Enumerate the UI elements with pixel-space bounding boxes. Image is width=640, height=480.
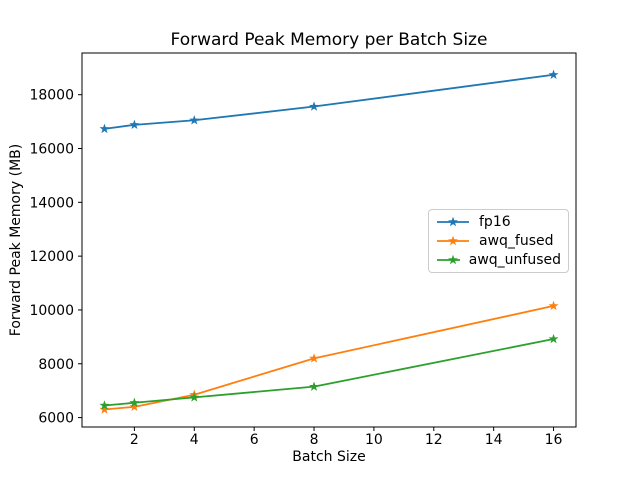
legend-label: awq_unfused [468,252,561,269]
y-tick-label: 14000 [29,195,74,211]
data-point-marker-awq_unfused [189,392,200,402]
data-point-marker-awq_fused [309,353,319,363]
series-line-awq_unfused [103,338,555,407]
y-tick-label: 6000 [38,411,74,427]
y-tick-label: 8000 [38,357,74,373]
y-tick-label: 10000 [29,303,74,319]
legend-sample-line-icon [437,235,469,246]
x-tick-label: 16 [545,432,563,448]
data-point-marker-awq_fused [99,404,110,414]
x-tick-label: 2 [130,432,139,448]
legend-label: fp16 [479,213,511,230]
data-point-marker-awq_fused [548,300,559,311]
x-tick-label: 6 [250,432,259,448]
data-point-marker-fp16 [129,119,140,130]
data-point-marker-awq_unfused [309,381,319,391]
legend-sample-star-icon [448,255,458,265]
data-point-marker-fp16 [189,115,200,125]
data-point-marker-fp16 [548,69,559,79]
legend-item-fp16: fp16 [436,212,561,231]
y-tick-label: 18000 [29,88,74,104]
series-line-awq_fused [103,305,555,411]
legend: fp16 awq_fused awq_unfused [428,209,569,273]
y-tick-label: 12000 [29,249,74,265]
legend-sample-star-icon [448,235,458,246]
data-point-marker-awq_unfused [129,397,140,407]
x-tick-label: 14 [485,432,503,448]
data-point-marker-fp16 [309,101,319,111]
legend-sample-line-icon [437,216,469,226]
series-line-fp16 [103,73,555,130]
chart-title: Forward Peak Memory per Batch Size [170,30,488,50]
legend-sample-star-icon [448,216,458,226]
x-tick-label: 12 [425,432,443,448]
legend-label: awq_fused [479,233,554,249]
x-tick-label: 4 [190,432,199,448]
legend-sample-line-icon [437,255,460,265]
data-point-marker-awq_fused [129,401,140,412]
x-tick-label: 10 [365,432,383,448]
data-point-marker-awq_unfused [99,400,110,410]
legend-item-awq-unfused: awq_unfused [436,251,561,270]
data-point-marker-awq_unfused [548,333,559,344]
x-axis-label: Batch Size [292,449,366,465]
legend-item-awq-fused: awq_fused [436,232,561,251]
x-tick-label: 8 [310,432,319,448]
data-point-marker-fp16 [99,123,110,134]
y-tick-label: 16000 [29,142,74,158]
axes-spines [81,52,577,428]
